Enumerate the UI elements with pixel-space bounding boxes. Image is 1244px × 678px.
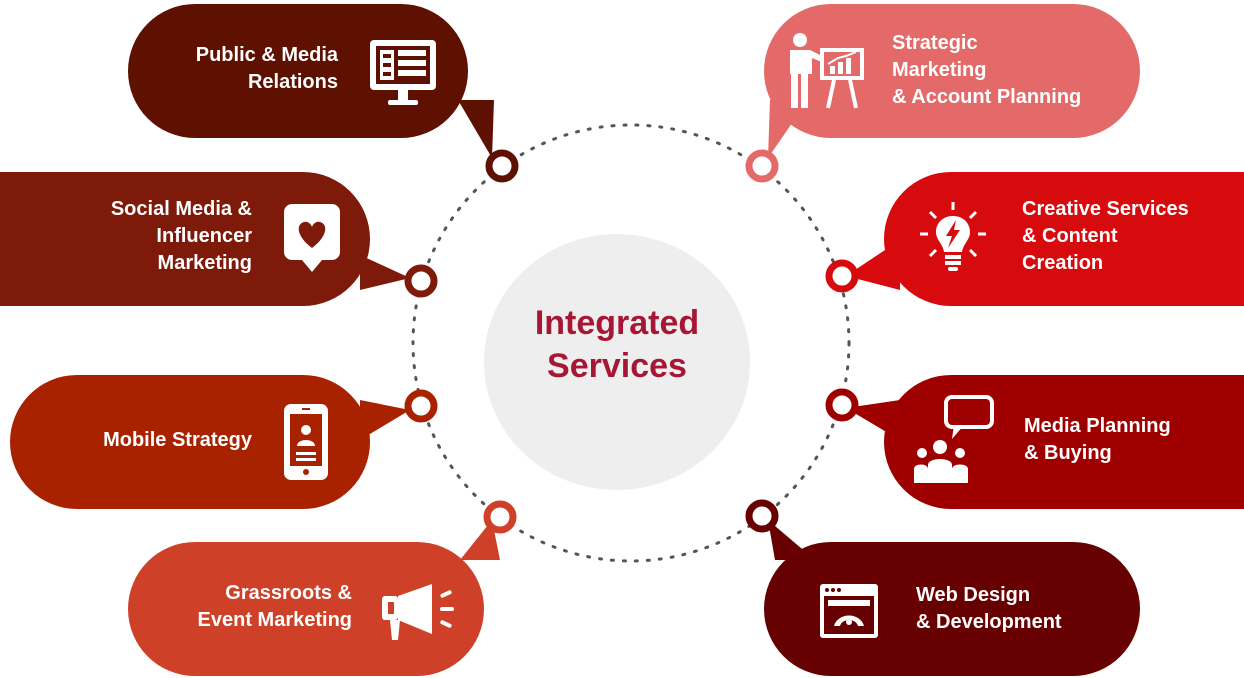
service-label: Media Planning & Buying <box>1024 413 1171 467</box>
service-label: Public & Media Relations <box>196 42 338 96</box>
service-label-line: Creation <box>1022 252 1104 274</box>
connector-strategic <box>745 149 779 183</box>
service-label-line: Grassroots & <box>225 582 352 604</box>
service-label-line: Strategic <box>892 32 978 54</box>
connector-social-media <box>404 264 438 298</box>
service-media-planning-buying: Media Planning & Buying <box>884 375 1244 509</box>
service-label: Grassroots & Event Marketing <box>198 580 352 634</box>
service-label-line: Mobile Strategy <box>103 429 252 451</box>
connector-grassroots <box>483 500 517 534</box>
connector-web-design <box>745 499 779 533</box>
service-label-line: Marketing <box>157 252 252 274</box>
service-label-line: & Content <box>1022 225 1118 247</box>
service-web-design-development: Web Design & Development <box>764 542 1140 676</box>
center-title-line1: Integrated <box>534 304 700 342</box>
service-label: Web Design & Development <box>916 582 1062 636</box>
service-label-line: Social Media & <box>110 198 252 220</box>
service-strategic-marketing: Strategic Marketing & Account Planning <box>764 4 1140 138</box>
service-label: Creative Services & Content Creation <box>1022 196 1189 277</box>
service-label: Mobile Strategy <box>103 427 252 454</box>
center-circle: Integrated Services <box>484 234 750 490</box>
service-social-media-influencer: Social Media & Influencer Marketing <box>0 172 370 306</box>
audience-chat-icon <box>914 395 994 483</box>
service-label: Strategic Marketing & Account Planning <box>892 30 1081 111</box>
lightbulb-icon <box>920 202 986 271</box>
service-label-line: & Development <box>916 611 1062 633</box>
service-label-line: Relations <box>247 71 338 93</box>
megaphone-icon <box>382 584 454 640</box>
service-label-line: Influencer <box>156 225 252 247</box>
service-label: Social Media & Influencer Marketing <box>111 196 252 277</box>
service-label-line: Marketing <box>892 59 987 81</box>
connector-media-planning <box>825 388 859 422</box>
smartphone-user-icon <box>284 404 328 480</box>
service-grassroots-event-marketing: Grassroots & Event Marketing <box>128 542 484 676</box>
service-label-line: Public & Media <box>195 44 338 66</box>
presentation-chart-icon <box>790 33 864 109</box>
service-public-media-relations: Public & Media Relations <box>128 4 468 138</box>
center-title-line2: Services <box>547 346 687 385</box>
service-label-line: Creative Services <box>1022 198 1189 220</box>
connector-mobile <box>404 389 438 423</box>
service-mobile-strategy: Mobile Strategy <box>10 375 370 509</box>
service-label-line: Event Marketing <box>197 609 352 631</box>
service-creative-services: Creative Services & Content Creation <box>884 172 1244 306</box>
browser-window-icon <box>820 584 878 638</box>
service-label-line: & Account Planning <box>892 86 1082 108</box>
connector-public-media <box>485 149 519 183</box>
service-label-line: Web Design <box>916 584 1031 606</box>
center-title: Integrated Services <box>484 302 750 387</box>
connector-creative <box>825 259 859 293</box>
service-label-line: & Buying <box>1024 442 1112 464</box>
heart-chat-icon <box>284 204 340 272</box>
monitor-news-icon <box>370 40 436 105</box>
service-label-line: Media Planning <box>1024 415 1171 437</box>
